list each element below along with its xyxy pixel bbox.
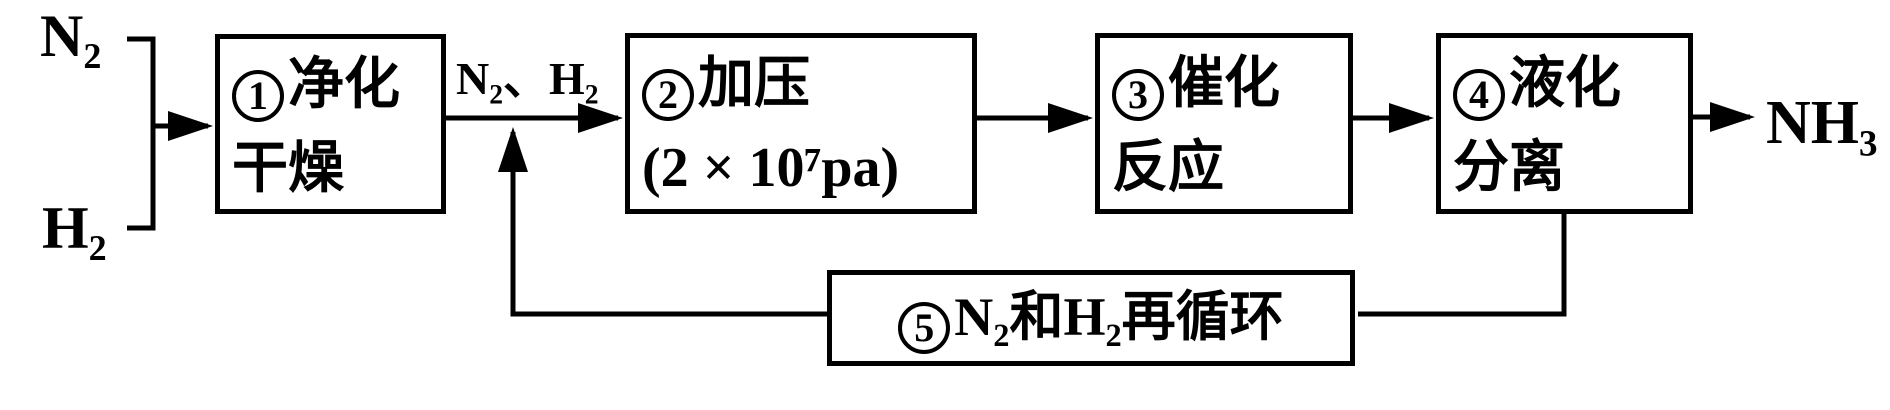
step4-title: 液化 [1509,53,1621,115]
step3-number-circle: 3 [1112,69,1164,121]
recycle-line-step4-to-step5 [1358,213,1567,317]
step2-title: 加压 [698,53,810,115]
step5-number-circle: 5 [898,302,951,354]
step4-number-circle: 4 [1453,69,1505,121]
step2-line2: (2 × 10⁷pa) [642,137,900,199]
recycle-arrow-step5-to-feed [498,127,827,317]
step1-title: 净化 [288,54,400,116]
step1-line2: 干燥 [232,138,344,200]
output-label-nh3: NH₃ [1766,89,1878,157]
step3-title: 催化 [1168,53,1280,115]
step4-line2: 分离 [1453,137,1565,199]
input-bracket [127,36,156,231]
step2-number-circle: 2 [642,69,694,121]
step1-number-circle: 1 [232,70,284,122]
step5-title: N₂和H₂再循环 [954,287,1284,347]
input-label-h2: H₂ [42,195,107,261]
step3-line2: 反应 [1112,137,1224,199]
feed-stream-label: N₂、H₂ [456,53,599,104]
input-label-n2: N₂ [40,3,102,69]
